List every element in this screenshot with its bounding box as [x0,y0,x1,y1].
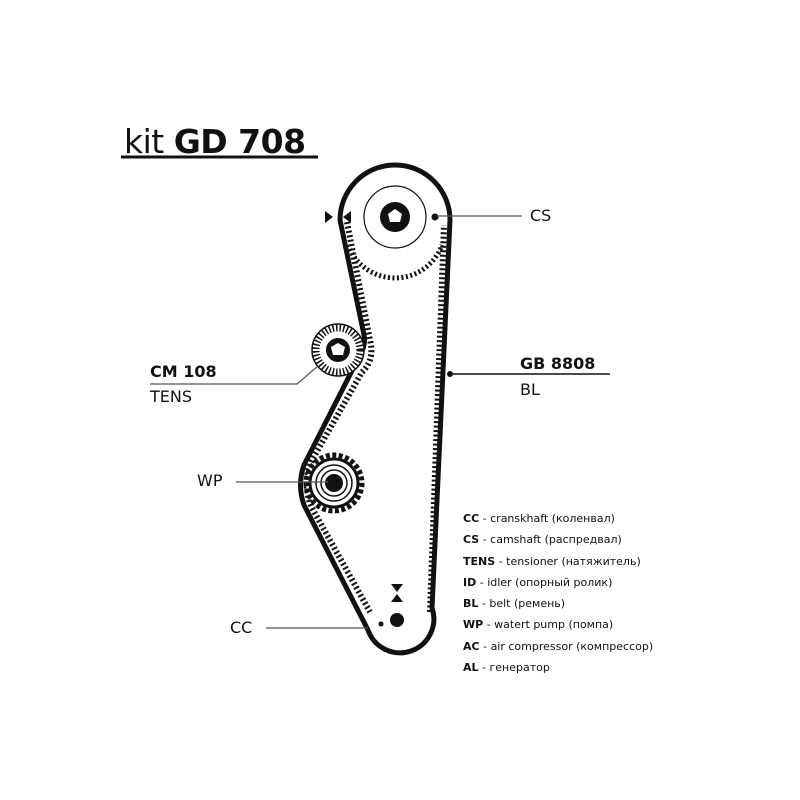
legend-item: CS - camshaft (распредвал) [463,533,622,547]
legend: CC - cranskhaft (коленвал) CS - camshaft… [463,508,653,678]
legend-item: AC - air compressor (компрессор) [463,639,654,653]
water-pump-pulley [303,452,365,514]
tensioner-pulley [311,323,365,377]
label-tensioner: TENS [150,387,193,406]
page-title: kit GD 708 [124,122,306,161]
label-belt-code: GB 8808 [520,354,596,373]
belt [298,162,453,656]
legend-item: AL - генератор [463,661,550,675]
label-wp: WP [197,471,223,490]
legend-item: TENS - tensioner (натяжитель) [463,554,641,568]
label-tensioner-code: CM 108 [150,362,217,381]
legend-item: WP - watert pump (помпа) [463,618,614,632]
tens-leader-line [150,365,319,385]
camshaft-teeth [345,244,445,281]
timing-mark-icon [325,211,333,223]
legend-item: ID - idler (опорный ролик) [463,575,613,589]
legend-item: CC - cranskhaft (коленвал) [463,512,615,525]
label-belt: BL [520,380,540,399]
legend-item: BL - belt (ремень) [463,597,566,611]
camshaft-pulley [325,185,439,249]
crankshaft-pulley [378,584,404,627]
label-cs: CS [530,206,552,225]
label-cc: CC [230,618,253,637]
